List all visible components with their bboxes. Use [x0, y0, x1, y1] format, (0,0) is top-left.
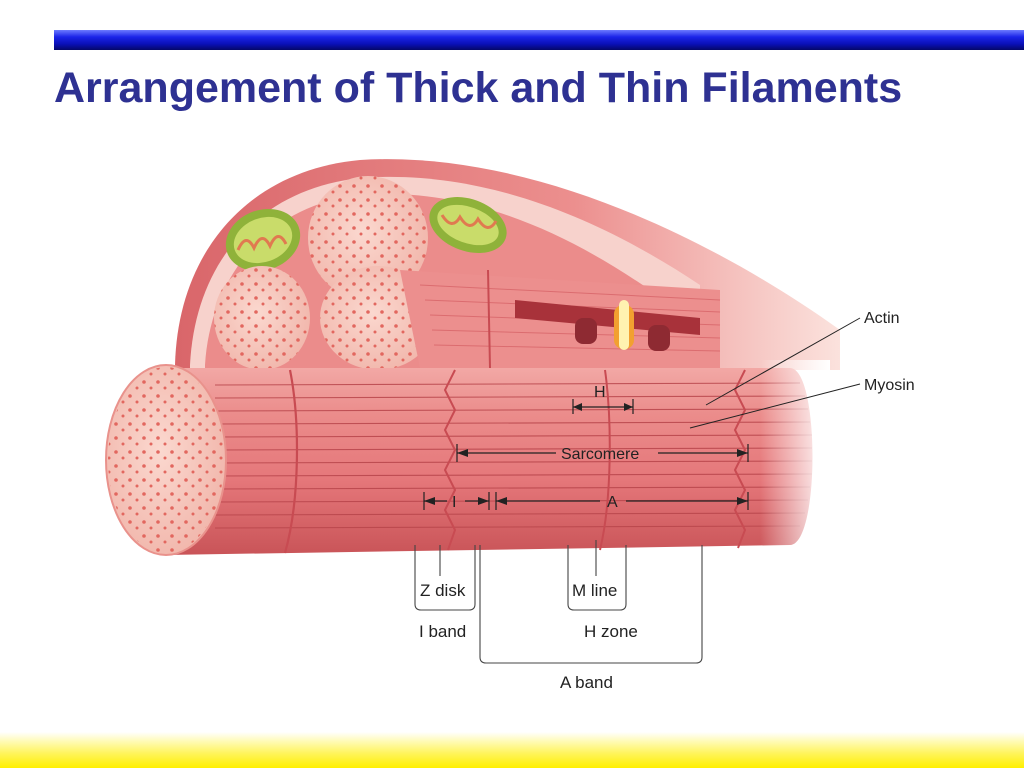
- top-accent-bar: [54, 30, 1024, 50]
- myosin-leader-line: [689, 383, 861, 429]
- m-line-label: M line: [572, 581, 617, 600]
- slide-title: Arrangement of Thick and Thin Filaments: [54, 64, 903, 112]
- h-label: H: [594, 384, 606, 401]
- i-band-dimension: I: [423, 492, 490, 511]
- z-disk-label: Z disk: [420, 581, 466, 600]
- bottom-accent-bar: [0, 732, 1024, 768]
- i-label: I: [452, 494, 456, 511]
- bottom-brackets: [414, 540, 703, 664]
- myofibril-front-end: [105, 364, 227, 556]
- a-band-label: A band: [560, 673, 613, 692]
- sarcoplasmic-reticulum: [515, 300, 700, 351]
- h-zone-dimension: H: [572, 384, 634, 414]
- main-myofibril: [160, 360, 830, 560]
- a-label: A: [607, 494, 618, 511]
- myofibril-ends: [214, 176, 436, 370]
- h-zone-label: H zone: [584, 622, 638, 641]
- a-band-dimension: A: [495, 492, 749, 511]
- sarcomere-dimension: Sarcomere: [456, 444, 749, 463]
- actin-leader-line: [705, 317, 861, 406]
- i-band-label: I band: [419, 622, 466, 641]
- mitochondrion-left: [225, 208, 301, 272]
- mitochondrion-right: [429, 196, 507, 254]
- myosin-label: Myosin: [864, 377, 915, 394]
- sarcomere-label: Sarcomere: [561, 446, 639, 463]
- actin-label: Actin: [864, 310, 900, 327]
